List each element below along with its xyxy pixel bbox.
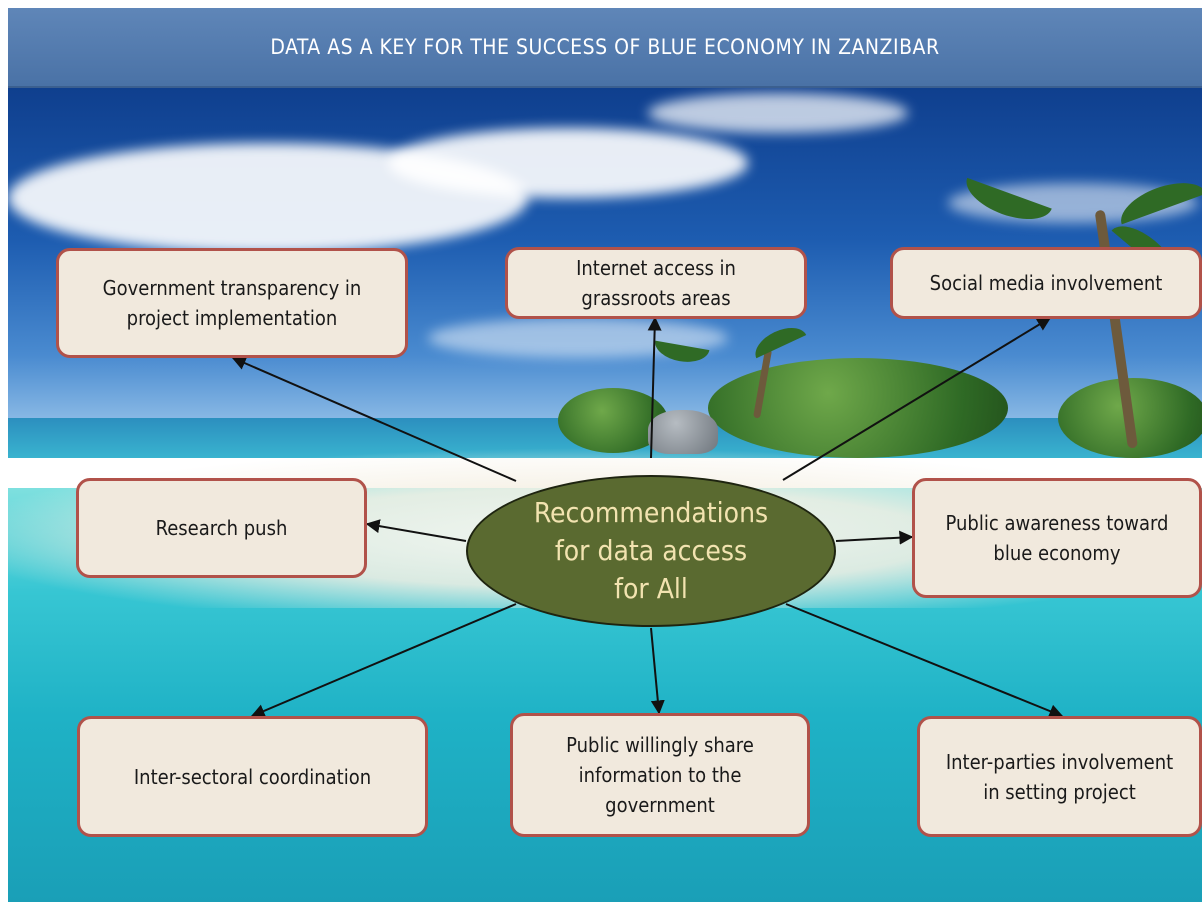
node-research-push: Research push — [76, 478, 367, 578]
node-inter-sectoral: Inter-sectoral coordination — [77, 716, 428, 837]
node-public-awareness: Public awareness toward blue economy — [912, 478, 1202, 598]
hub-label: Recommendations for data access for All — [533, 496, 769, 605]
node-internet-access: Internet access in grassroots areas — [505, 247, 807, 319]
node-government-transparency: Government transparency in project imple… — [56, 248, 408, 358]
cloud — [648, 93, 908, 133]
node-inter-parties: Inter-parties involvement in setting pro… — [917, 716, 1202, 837]
node-public-share: Public willingly share information to th… — [510, 713, 810, 837]
rock — [648, 410, 718, 454]
title-bar: DATA AS A KEY FOR THE SUCCESS OF BLUE EC… — [8, 8, 1202, 88]
cloud — [388, 128, 748, 198]
central-hub-ellipse: Recommendations for data access for All — [466, 475, 836, 627]
island-vegetation — [708, 358, 1008, 458]
node-social-media: Social media involvement — [890, 247, 1202, 319]
diagram-title: DATA AS A KEY FOR THE SUCCESS OF BLUE EC… — [270, 35, 940, 59]
